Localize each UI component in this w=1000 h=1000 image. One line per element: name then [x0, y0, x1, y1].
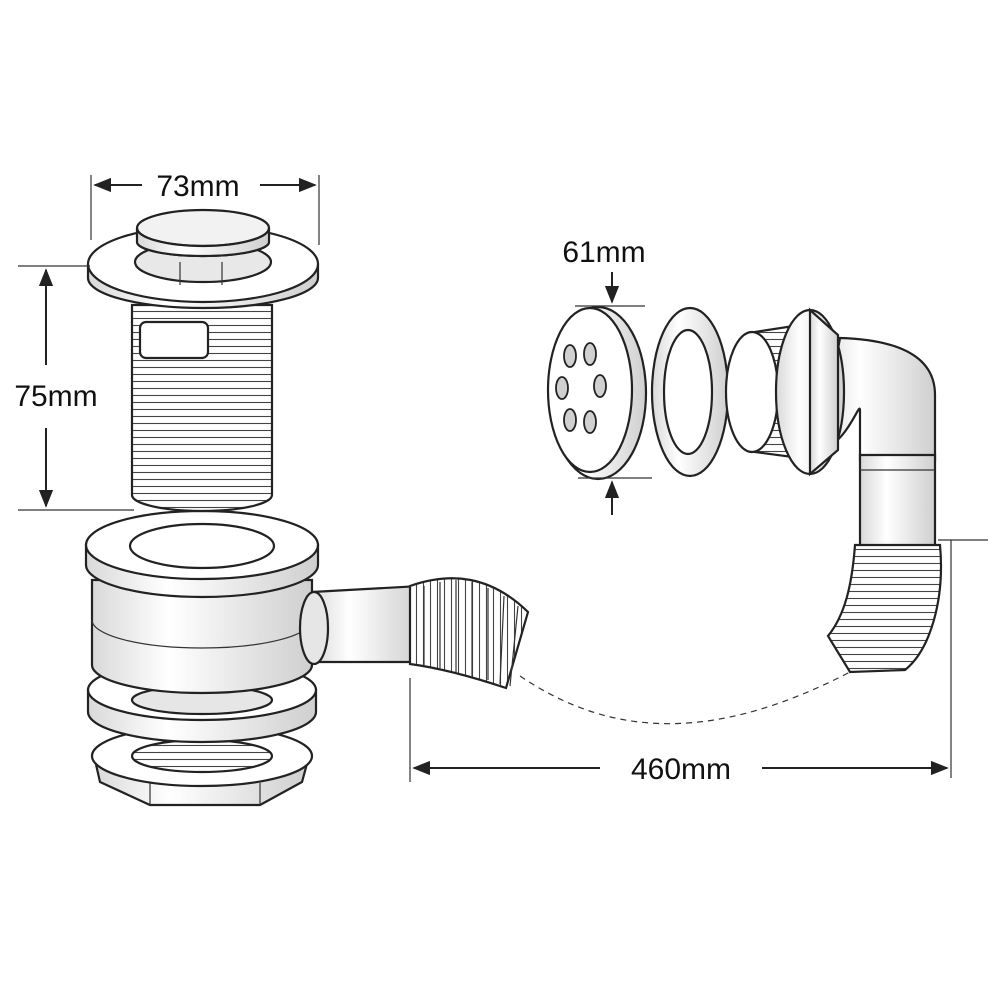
overflow-elbow [724, 307, 937, 552]
dimension-75mm: 75mm [14, 265, 134, 511]
waste-assembly [84, 208, 422, 807]
threaded-tube [130, 303, 274, 513]
waste-hose [408, 577, 530, 690]
label-61mm: 61mm [562, 236, 645, 269]
dimension-73mm: 73mm [90, 170, 320, 245]
overflow-cover [546, 305, 648, 481]
label-460mm: 460mm [631, 753, 731, 786]
plug-flange [86, 208, 320, 310]
hose-path-dashed [519, 671, 851, 725]
dimension-61mm: 61mm [562, 236, 652, 515]
dimension-460mm: 460mm [409, 539, 988, 786]
overflow-hose [826, 543, 942, 674]
sealing-ring [650, 306, 730, 478]
label-73mm: 73mm [156, 170, 239, 203]
upper-body-flange [84, 509, 320, 599]
waste-body [90, 578, 422, 695]
back-nut [90, 724, 314, 807]
label-75mm: 75mm [14, 380, 97, 413]
overflow-assembly [546, 305, 942, 674]
